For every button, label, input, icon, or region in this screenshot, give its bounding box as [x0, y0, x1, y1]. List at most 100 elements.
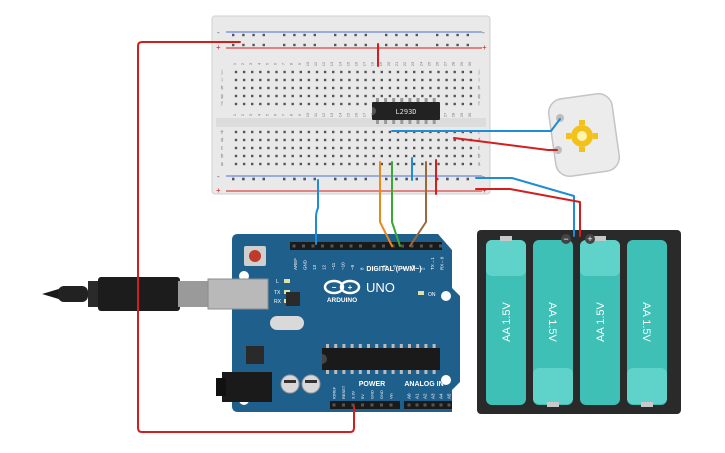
digital-pin[interactable]: [302, 244, 305, 248]
terminal-hole[interactable]: [437, 78, 440, 82]
rail-hole[interactable]: [364, 33, 367, 37]
terminal-hole[interactable]: [242, 154, 246, 158]
rail-hole[interactable]: [466, 43, 469, 47]
rail-hole[interactable]: [262, 177, 265, 181]
terminal-hole[interactable]: [234, 94, 238, 98]
terminal-hole[interactable]: [275, 102, 278, 106]
terminal-hole[interactable]: [469, 162, 473, 166]
terminal-hole[interactable]: [348, 86, 351, 90]
rail-hole[interactable]: [242, 177, 245, 181]
terminal-hole[interactable]: [453, 162, 456, 166]
terminal-hole[interactable]: [413, 154, 416, 158]
terminal-hole[interactable]: [251, 94, 254, 98]
terminal-hole[interactable]: [404, 138, 408, 142]
digital-pin[interactable]: [420, 244, 423, 248]
wire-battery-minus[interactable]: [475, 177, 575, 237]
terminal-hole[interactable]: [380, 78, 383, 82]
terminal-hole[interactable]: [267, 162, 270, 166]
terminal-hole[interactable]: [461, 94, 464, 98]
wire-pin-6[interactable]: [391, 161, 401, 247]
terminal-hole[interactable]: [242, 78, 246, 82]
analog-pin[interactable]: [431, 403, 435, 407]
terminal-hole[interactable]: [323, 162, 327, 166]
rail-hole[interactable]: [436, 43, 439, 47]
terminal-hole[interactable]: [251, 130, 254, 134]
terminal-hole[interactable]: [283, 154, 286, 158]
digital-pin[interactable]: [359, 244, 362, 248]
terminal-hole[interactable]: [413, 138, 416, 142]
terminal-hole[interactable]: [469, 94, 473, 98]
terminal-hole[interactable]: [242, 146, 246, 150]
rail-hole[interactable]: [354, 43, 357, 47]
rail-hole[interactable]: [242, 33, 245, 37]
terminal-hole[interactable]: [348, 154, 351, 158]
terminal-hole[interactable]: [404, 94, 408, 98]
terminal-hole[interactable]: [234, 102, 238, 106]
terminal-hole[interactable]: [307, 162, 311, 166]
terminal-hole[interactable]: [429, 78, 432, 82]
terminal-hole[interactable]: [275, 70, 278, 74]
terminal-hole[interactable]: [396, 162, 400, 166]
terminal-hole[interactable]: [259, 102, 262, 106]
terminal-hole[interactable]: [404, 162, 408, 166]
terminal-hole[interactable]: [259, 94, 262, 98]
terminal-hole[interactable]: [356, 78, 359, 82]
terminal-hole[interactable]: [323, 78, 327, 82]
terminal-hole[interactable]: [259, 154, 262, 158]
terminal-hole[interactable]: [267, 86, 270, 90]
rail-hole[interactable]: [313, 43, 316, 47]
digital-header[interactable]: [290, 242, 442, 250]
terminal-hole[interactable]: [445, 162, 448, 166]
terminal-hole[interactable]: [356, 162, 359, 166]
rail-hole[interactable]: [252, 43, 255, 47]
terminal-hole[interactable]: [421, 154, 424, 158]
terminal-hole[interactable]: [421, 138, 424, 142]
rail-hole[interactable]: [293, 43, 296, 47]
terminal-hole[interactable]: [445, 154, 448, 158]
terminal-hole[interactable]: [291, 162, 294, 166]
rail-hole[interactable]: [232, 177, 235, 181]
terminal-hole[interactable]: [364, 86, 367, 90]
terminal-hole[interactable]: [234, 162, 238, 166]
terminal-hole[interactable]: [251, 70, 254, 74]
terminal-hole[interactable]: [323, 86, 327, 90]
rail-hole[interactable]: [344, 43, 347, 47]
terminal-hole[interactable]: [404, 70, 408, 74]
wire-gnd-to-rail[interactable]: [315, 179, 319, 245]
terminal-hole[interactable]: [340, 70, 343, 74]
terminal-hole[interactable]: [364, 162, 367, 166]
terminal-hole[interactable]: [437, 86, 440, 90]
terminal-hole[interactable]: [291, 130, 294, 134]
terminal-hole[interactable]: [283, 78, 286, 82]
terminal-hole[interactable]: [364, 154, 367, 158]
terminal-hole[interactable]: [396, 94, 400, 98]
rail-hole[interactable]: [466, 33, 469, 37]
terminal-hole[interactable]: [380, 86, 383, 90]
terminal-hole[interactable]: [396, 154, 400, 158]
terminal-hole[interactable]: [380, 146, 383, 150]
terminal-hole[interactable]: [275, 94, 278, 98]
terminal-hole[interactable]: [372, 146, 375, 150]
terminal-hole[interactable]: [469, 146, 473, 150]
terminal-hole[interactable]: [421, 70, 424, 74]
rail-hole[interactable]: [415, 177, 418, 181]
terminal-hole[interactable]: [267, 154, 270, 158]
rail-hole[interactable]: [405, 43, 408, 47]
terminal-hole[interactable]: [332, 78, 335, 82]
digital-pin[interactable]: [429, 244, 433, 248]
wire-ic-to-motor-1[interactable]: [391, 118, 561, 132]
terminal-hole[interactable]: [242, 162, 246, 166]
terminal-hole[interactable]: [242, 138, 246, 142]
battery-terminal-minus[interactable]: [561, 234, 571, 244]
rail-hole[interactable]: [385, 177, 388, 181]
terminal-hole[interactable]: [315, 86, 319, 90]
terminal-hole[interactable]: [315, 78, 319, 82]
terminal-hole[interactable]: [291, 70, 294, 74]
terminal-hole[interactable]: [234, 138, 238, 142]
dc-motor[interactable]: [547, 92, 621, 178]
terminal-hole[interactable]: [315, 102, 319, 106]
terminal-hole[interactable]: [461, 102, 464, 106]
digital-pin[interactable]: [330, 244, 334, 248]
terminal-hole[interactable]: [445, 70, 448, 74]
